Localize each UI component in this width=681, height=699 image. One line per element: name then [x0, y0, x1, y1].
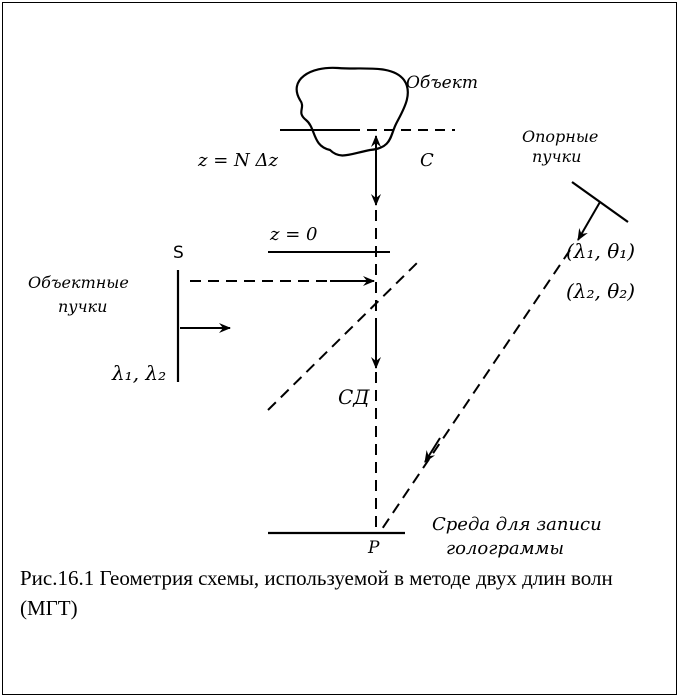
- plane-n-label: z = N Δz: [197, 150, 278, 171]
- object-beams-label-1: Объектные: [28, 273, 129, 292]
- source-s-label: S: [173, 243, 184, 263]
- recording-medium-label-2: голограммы: [446, 538, 564, 559]
- object-shape: [295, 66, 409, 157]
- object-beams-label-2: пучки: [58, 297, 107, 316]
- point-p-label: P: [367, 538, 380, 558]
- reference-params-label-2: (λ₂, θ₂): [566, 279, 635, 303]
- reference-beam: [379, 249, 571, 533]
- point-c-label: C: [420, 150, 434, 171]
- reference-arrow-bottom: [424, 437, 441, 463]
- recording-medium-label-1: Среда для записи: [432, 514, 602, 535]
- reference-beams-label-2: пучки: [532, 147, 581, 166]
- figure-caption: Рис.16.1 Геометрия схемы, используемой в…: [20, 566, 613, 620]
- wavelengths-label: λ₁, λ₂: [111, 361, 166, 385]
- reference-params-label-1: (λ₁, θ₁): [566, 239, 635, 263]
- reference-arrow-top: [577, 201, 601, 241]
- beam-splitter-label: СД: [338, 385, 370, 409]
- plane-zero-label: z = 0: [269, 224, 317, 245]
- reference-beams-label-1: Опорные: [522, 127, 598, 146]
- object-label: Объект: [406, 73, 478, 93]
